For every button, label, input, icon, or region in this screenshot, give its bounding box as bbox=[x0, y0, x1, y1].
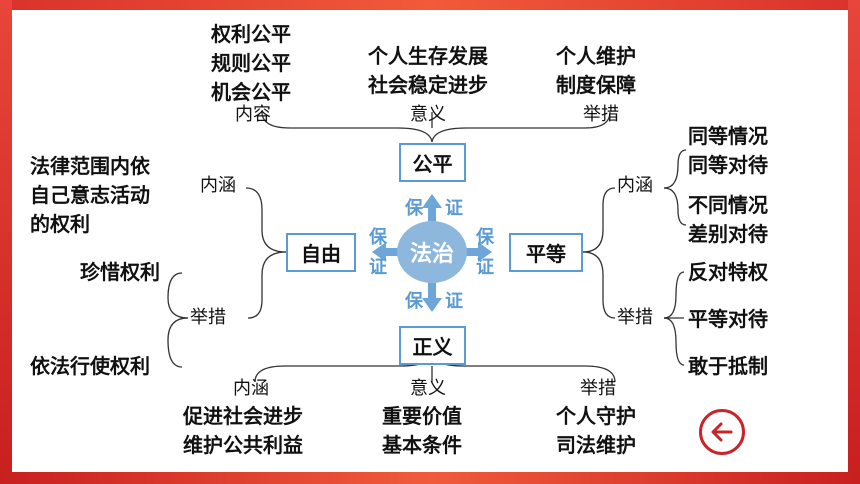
node-fairness: 公平 bbox=[399, 143, 466, 182]
justice-meaning-item: 基本条件 bbox=[382, 433, 462, 457]
equality-connotation-item: 差别对待 bbox=[688, 222, 768, 246]
fairness-measure-item: 个人维护 bbox=[556, 44, 636, 68]
guarantee-right-2: 证 bbox=[476, 257, 494, 278]
justice-connotation-item: 促进社会进步 bbox=[183, 404, 303, 428]
justice-meaning-label: 意义 bbox=[410, 378, 446, 399]
center-node-rule-of-law: 法治 bbox=[397, 221, 467, 283]
equality-measure-item: 敢于抵制 bbox=[688, 354, 768, 378]
guarantee-bottom-1: 保 bbox=[405, 291, 423, 312]
fairness-measure-item: 制度保障 bbox=[556, 73, 636, 97]
bottom-red-band bbox=[0, 472, 860, 484]
node-freedom: 自由 bbox=[286, 233, 356, 272]
equality-measure-item: 平等对待 bbox=[688, 307, 768, 331]
left-red-band bbox=[0, 0, 12, 484]
justice-connotation-item: 维护公共利益 bbox=[183, 433, 303, 457]
freedom-connotation-item: 法律范围内依 bbox=[30, 154, 150, 178]
right-red-band bbox=[848, 0, 860, 484]
fairness-meaning-label: 意义 bbox=[410, 104, 446, 125]
equality-connotation-item: 不同情况 bbox=[688, 193, 768, 217]
guarantee-top-2: 证 bbox=[445, 198, 463, 219]
fairness-meaning-item: 个人生存发展 bbox=[368, 44, 488, 68]
node-equality: 平等 bbox=[509, 233, 583, 272]
justice-meaning-item: 重要价值 bbox=[382, 404, 462, 428]
freedom-measure-item: 依法行使权利 bbox=[30, 354, 150, 378]
fairness-content-item: 权利公平 bbox=[211, 22, 291, 46]
guarantee-bottom-2: 证 bbox=[445, 291, 463, 312]
guarantee-left-1: 保 bbox=[369, 227, 387, 248]
justice-connotation-label: 内涵 bbox=[233, 378, 269, 399]
equality-measure-label: 举措 bbox=[617, 307, 653, 328]
freedom-connotation-item: 的权利 bbox=[30, 212, 90, 236]
top-red-band bbox=[0, 0, 860, 10]
justice-measure-item: 个人守护 bbox=[556, 404, 636, 428]
equality-measure-item: 反对特权 bbox=[688, 260, 768, 284]
equality-connotation-item: 同等情况 bbox=[688, 124, 768, 148]
freedom-measure-label: 举措 bbox=[190, 307, 226, 328]
equality-connotation-label: 内涵 bbox=[617, 175, 653, 196]
equality-connotation-item: 同等对待 bbox=[688, 153, 768, 177]
justice-measure-label: 举措 bbox=[580, 378, 616, 399]
guarantee-right-1: 保 bbox=[476, 227, 494, 248]
back-arrow-icon bbox=[711, 422, 733, 442]
guarantee-top-1: 保 bbox=[405, 198, 423, 219]
fairness-measure-label: 举措 bbox=[583, 104, 619, 125]
justice-measure-item: 司法维护 bbox=[556, 433, 636, 457]
fairness-meaning-item: 社会稳定进步 bbox=[368, 73, 488, 97]
freedom-measure-item: 珍惜权利 bbox=[80, 260, 160, 284]
fairness-content-label: 内容 bbox=[235, 104, 271, 125]
fairness-content-item: 规则公平 bbox=[211, 51, 291, 75]
freedom-connotation-item: 自己意志活动 bbox=[30, 183, 150, 207]
node-justice: 正义 bbox=[399, 326, 466, 365]
fairness-content-item: 机会公平 bbox=[211, 80, 291, 104]
back-button[interactable] bbox=[699, 409, 745, 455]
freedom-connotation-label: 内涵 bbox=[200, 175, 236, 196]
guarantee-left-2: 证 bbox=[369, 257, 387, 278]
